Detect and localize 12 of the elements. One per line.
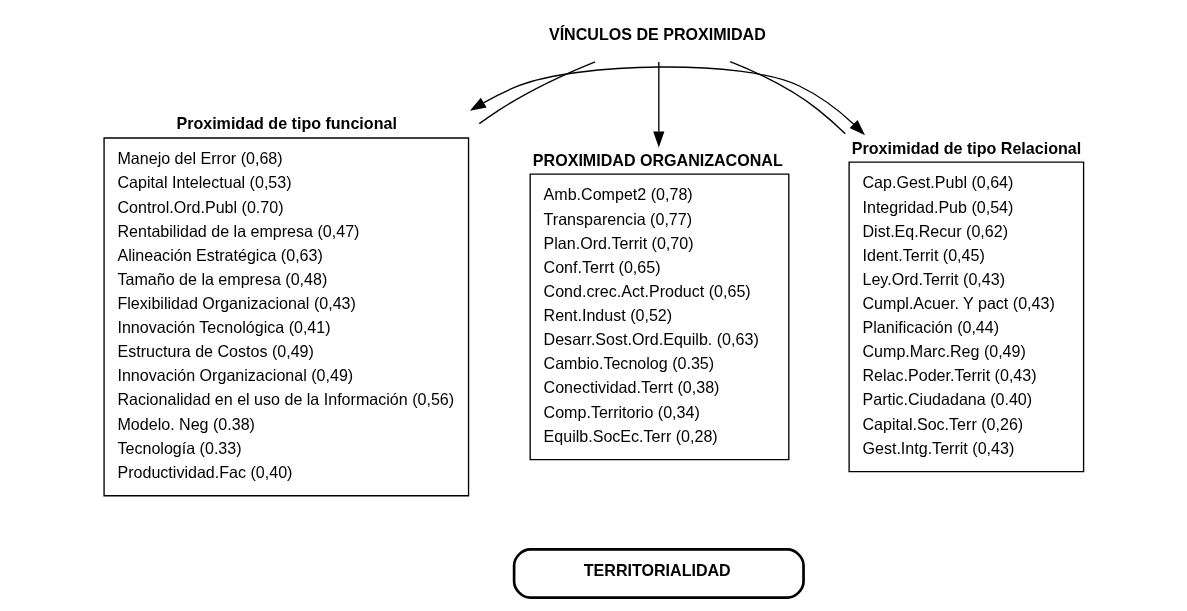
node-box: TERRITORIALIDAD (512, 548, 805, 599)
connector (478, 61, 596, 125)
node-box: Cap.Gest.Publ (0,64) Integridad.Pub (0,54) Dist.Eq.Recur (0,62) Ident.Territ (0,45) Ley.Ord.Territ (0,43) Cumpl.Acuer. Y pact (0,43) Planificación (0,44) Cump.Marc.Reg (0,49) Relac.Poder.Territ (0,43) Partic.Ciudadana (0.40) Capital.Soc.Terr (0,26) Gest.Intg.Territ (0,43) (848, 161, 1085, 473)
connector (729, 61, 846, 135)
node-label: Proximidad de tipo Relacional (851, 138, 1082, 157)
node-box: Manejo del Error (0,68) Capital Intelectual (0,53) Control.Ord.Publ (0.70) Rentabilidad de la empresa (0,47) Alineación Estratégica (0,63) Tamaño de la empresa (0,48) Flexibilidad Organizacional (0,43) Innovación Tecnológica (0,41) Estructura de Costos (0,49) Innovación Organizacional (0,49) Racionalidad en el uso de la Información (0,56) Modelo. Neg (0.38) Tecnología (0.33) Productividad.Fac (0,40) (103, 137, 470, 497)
node-label: Proximidad de tipo funcional (176, 114, 397, 133)
arrow (653, 61, 665, 148)
arrow (469, 66, 866, 136)
node-label: PROXIMIDAD ORGANIZACONAL (532, 150, 783, 169)
node-box: Amb.Compet2 (0,78) Transparencia (0,77) Plan.Ord.Territ (0,70) Conf.Terrt (0,65) Cond.crec.Act.Product (0,65) Rent.Indust (0,52) Desarr.Sost.Ord.Equilb. (0,63) Cambio.Tecnolog (0.35) Conectividad.Terrt (0,38) Comp.Territorio (0,34) Equilb.SocEc.Terr (0,28) (529, 173, 790, 461)
node-text: VÍNCULOS DE PROXIMIDAD (548, 25, 766, 44)
